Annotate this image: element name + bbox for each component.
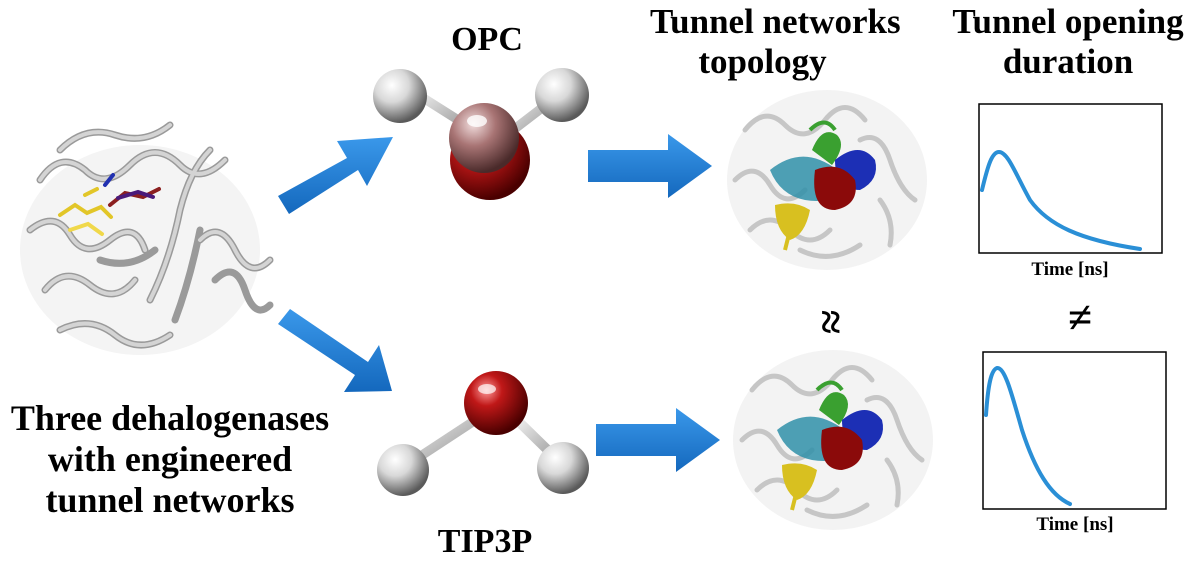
decay-curve-icon [984, 366, 1072, 506]
header-duration-line1: Tunnel opening [952, 2, 1184, 41]
header-duration: Tunnel opening duration [942, 2, 1194, 82]
water-model-tip3p-label: TIP3P [437, 523, 533, 560]
water-molecule-icon [373, 68, 589, 200]
caption: Three dehalogenases with engineered tunn… [0, 398, 340, 521]
tunnel-network-icon [733, 350, 933, 530]
decay-curve-icon [980, 149, 1142, 251]
caption-line1: Three dehalogenases [10, 398, 330, 438]
bottom-plot-xlabel: Time [ns] [1036, 514, 1114, 535]
header-topology: Tunnel networks topology [650, 2, 901, 82]
tunnel-network-icon [727, 90, 927, 270]
topology-similar-symbol: ≈ [806, 309, 855, 335]
top-plot-xlabel: Time [ns] [1031, 259, 1109, 280]
water-model-opc-label: OPC [451, 21, 523, 58]
protein-cartoon-icon [20, 121, 274, 355]
caption-line3: tunnel networks [45, 480, 295, 520]
opening-duration-plot-bottom [982, 351, 1167, 510]
header-topology-line1: Tunnel networks [650, 2, 901, 41]
caption-line2: with engineered [47, 439, 293, 479]
block-arrow-icon [278, 134, 720, 472]
header-topology-line2: topology [698, 42, 827, 81]
opening-duration-plot-top [978, 103, 1163, 254]
water-molecule-icon [377, 371, 589, 496]
duration-not-equal-symbol: ≠ [1067, 293, 1093, 342]
header-duration-line2: duration [1002, 42, 1134, 81]
